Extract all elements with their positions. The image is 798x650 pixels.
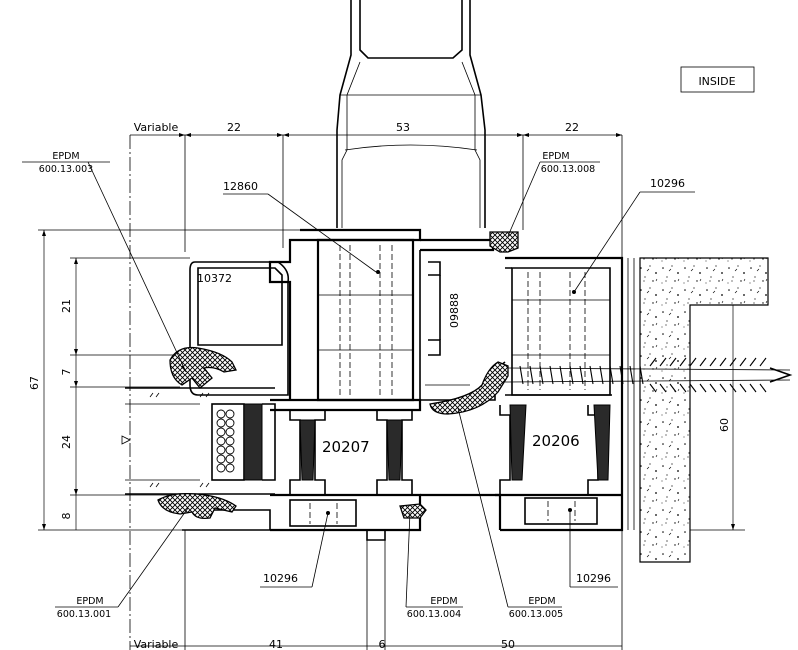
- bottom-dimensions: Variable 41 6 50: [130, 638, 622, 650]
- dim-bottom-41: 41: [269, 638, 283, 650]
- callout-code-003: 600.13.003: [39, 164, 93, 175]
- gasket-600-13-004: [399, 503, 427, 519]
- anchor-screw: [504, 357, 793, 393]
- epdm-callouts: EPDM 600.13.003 EPDM 600.13.008 EPDM 600…: [22, 151, 600, 620]
- profile-labels: 12860 10372 09888 20207 20206 10296 1029…: [197, 177, 695, 588]
- callout-code-004: 600.13.004: [407, 609, 461, 620]
- callout-material-001: EPDM: [76, 596, 103, 607]
- left-dimensions: 67 21 7 24 8: [28, 229, 300, 531]
- callout-material-004: EPDM: [430, 596, 457, 607]
- concrete-wall: [639, 257, 769, 563]
- upper-sash-profile: [336, 0, 486, 228]
- dim-left-24: 24: [60, 435, 73, 449]
- dim-top-22-right: 22: [565, 121, 579, 134]
- top-dimensions: Variable 22 53 22: [130, 121, 622, 137]
- dim-left-21: 21: [60, 299, 73, 313]
- gasket-600-13-001: [157, 492, 237, 520]
- callout-code-008: 600.13.008: [541, 164, 595, 175]
- dim-bottom-6: 6: [379, 638, 386, 650]
- callout-code-001: 600.13.001: [57, 609, 111, 620]
- dim-top-53: 53: [396, 121, 410, 134]
- dim-bottom-50: 50: [501, 638, 515, 650]
- callout-code-005: 600.13.005: [509, 609, 563, 620]
- gasket-600-13-003: [169, 346, 237, 389]
- inside-label-box: INSIDE: [680, 66, 755, 93]
- left-frame-profile: [182, 228, 422, 532]
- callout-material-003: EPDM: [52, 151, 79, 162]
- label-10296-top: 10296: [650, 177, 685, 190]
- gasket-600-13-005: [429, 361, 509, 415]
- dim-left-8: 8: [60, 513, 73, 520]
- label-12860: 12860: [223, 180, 258, 193]
- label-10296-bottom-left: 10296: [263, 572, 298, 585]
- label-10296-bottom-right: 10296: [576, 572, 611, 585]
- label-10372: 10372: [197, 272, 232, 285]
- dim-top-22-left: 22: [227, 121, 241, 134]
- dim-bottom-variable: Variable: [134, 638, 179, 650]
- glazing-unit: [121, 387, 276, 495]
- dim-top-variable: Variable: [134, 121, 179, 134]
- dim-right-60: 60: [718, 418, 731, 432]
- dim-left-67: 67: [28, 376, 41, 390]
- callout-material-008: EPDM: [542, 151, 569, 162]
- callout-material-005: EPDM: [528, 596, 555, 607]
- label-20207: 20207: [322, 438, 370, 456]
- right-frame-profile: [495, 256, 635, 532]
- gaskets: [157, 231, 519, 520]
- label-20206: 20206: [532, 432, 580, 450]
- gasket-600-13-008: [489, 231, 519, 253]
- inside-label: INSIDE: [698, 75, 735, 88]
- axis-lines: [129, 135, 623, 650]
- dim-left-7: 7: [60, 369, 73, 376]
- label-09888: 09888: [448, 293, 461, 328]
